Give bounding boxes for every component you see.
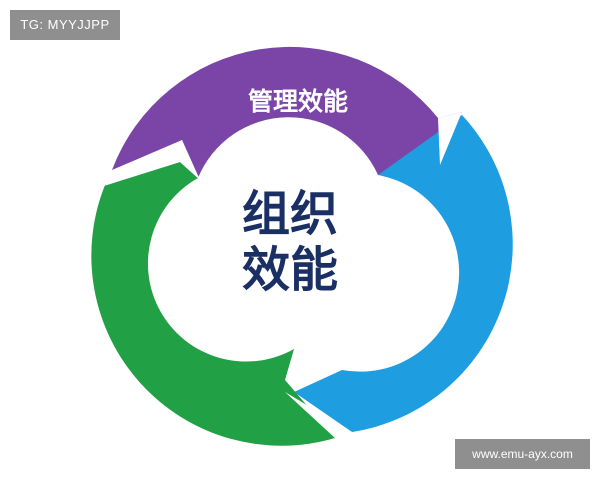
separator-left [104, 140, 200, 186]
segment-label-management: 管理效能 [248, 87, 348, 116]
center-label-line1: 组织 [242, 186, 338, 242]
watermark-label: TG: MYYJJPP [10, 10, 120, 40]
website-label: www.emu-ayx.com [455, 439, 590, 469]
center-label-line2: 效能 [242, 242, 338, 298]
separator-bottom [285, 392, 352, 438]
separator-right [438, 112, 462, 165]
segment-organization-vitality [91, 162, 335, 446]
segment-employee-efficiency [294, 115, 513, 432]
segment-management-efficiency [112, 46, 462, 178]
center-circle [194, 149, 386, 341]
